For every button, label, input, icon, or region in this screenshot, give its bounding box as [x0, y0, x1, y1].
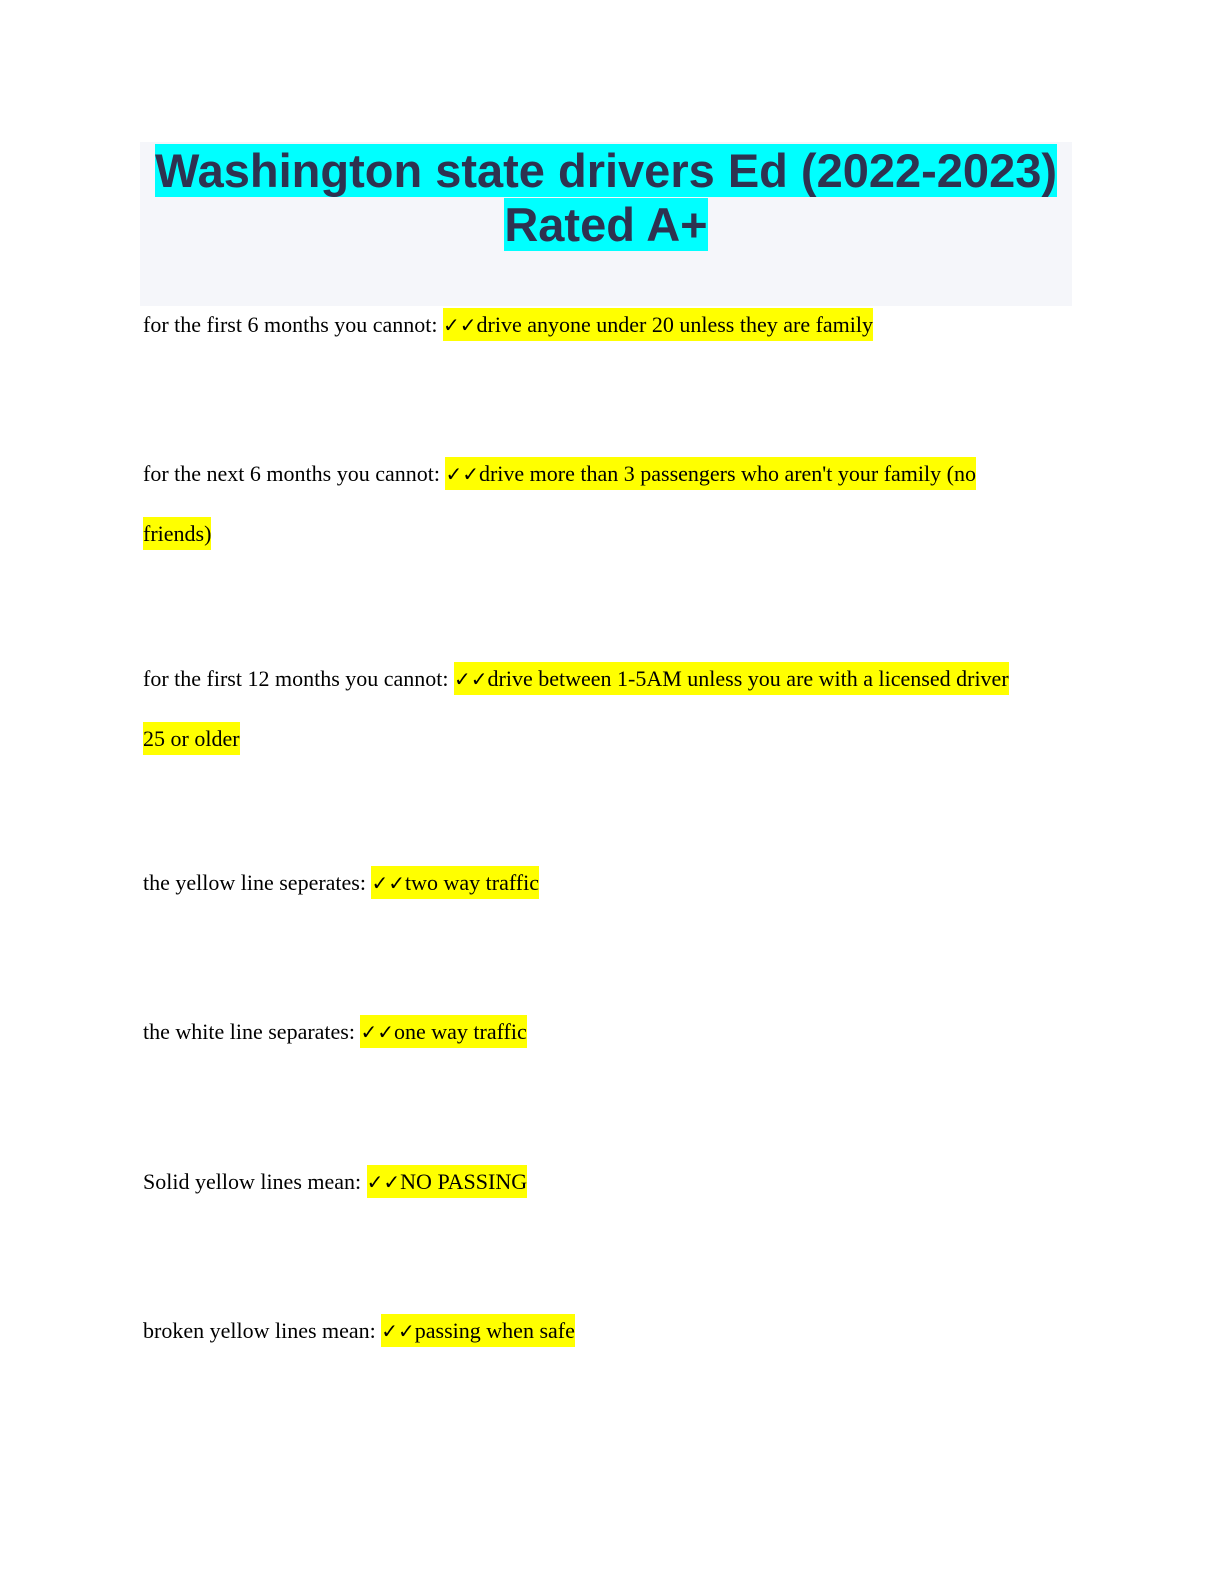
question: for the first 12 months you cannot: [143, 666, 455, 691]
question: the yellow line seperates: [143, 870, 372, 895]
double-check-icon: ✓✓ [445, 462, 479, 486]
answer: NO PASSING [400, 1169, 528, 1194]
qa-item: for the first 12 months you cannot: ✓✓dr… [143, 649, 1023, 768]
double-check-icon: ✓✓ [381, 1319, 415, 1343]
answer: drive between 1-5AM unless you are with … [143, 666, 1009, 751]
qa-item: the white line separates: ✓✓one way traf… [143, 1002, 1053, 1062]
answer-highlight: ✓✓NO PASSING [366, 1165, 528, 1198]
answer: drive more than 3 passengers who aren't … [143, 461, 976, 546]
qa-item: broken yellow lines mean: ✓✓passing when… [143, 1301, 1053, 1361]
answer-highlight: ✓✓drive anyone under 20 unless they are … [443, 308, 874, 341]
title-line-1: Washington state drivers Ed (2022-2023) [155, 144, 1057, 197]
answer-highlight: ✓✓two way traffic [371, 866, 539, 899]
answer: one way traffic [394, 1019, 527, 1044]
question: for the first 6 months you cannot: [143, 312, 444, 337]
double-check-icon: ✓✓ [371, 871, 405, 895]
question: the white line separates: [143, 1019, 361, 1044]
answer-highlight: ✓✓one way traffic [360, 1015, 527, 1048]
document-header: Washington state drivers Ed (2022-2023) … [140, 142, 1072, 306]
document-title: Washington state drivers Ed (2022-2023) … [140, 142, 1072, 252]
answer: passing when safe [414, 1318, 575, 1343]
double-check-icon: ✓✓ [360, 1020, 394, 1044]
qa-item: Solid yellow lines mean: ✓✓NO PASSING [143, 1152, 1053, 1212]
qa-item: for the first 6 months you cannot: ✓✓dri… [143, 295, 1053, 355]
answer-highlight: ✓✓passing when safe [381, 1314, 575, 1347]
answer: drive anyone under 20 unless they are fa… [476, 312, 874, 337]
double-check-icon: ✓✓ [443, 313, 477, 337]
qa-item: for the next 6 months you cannot: ✓✓driv… [143, 444, 1048, 563]
double-check-icon: ✓✓ [454, 667, 488, 691]
question: broken yellow lines mean: [143, 1318, 382, 1343]
qa-item: the yellow line seperates: ✓✓two way tra… [143, 853, 1053, 913]
question: Solid yellow lines mean: [143, 1169, 367, 1194]
question: for the next 6 months you cannot: [143, 461, 446, 486]
double-check-icon: ✓✓ [366, 1170, 401, 1194]
title-line-2: Rated A+ [504, 198, 708, 251]
answer: two way traffic [405, 870, 539, 895]
